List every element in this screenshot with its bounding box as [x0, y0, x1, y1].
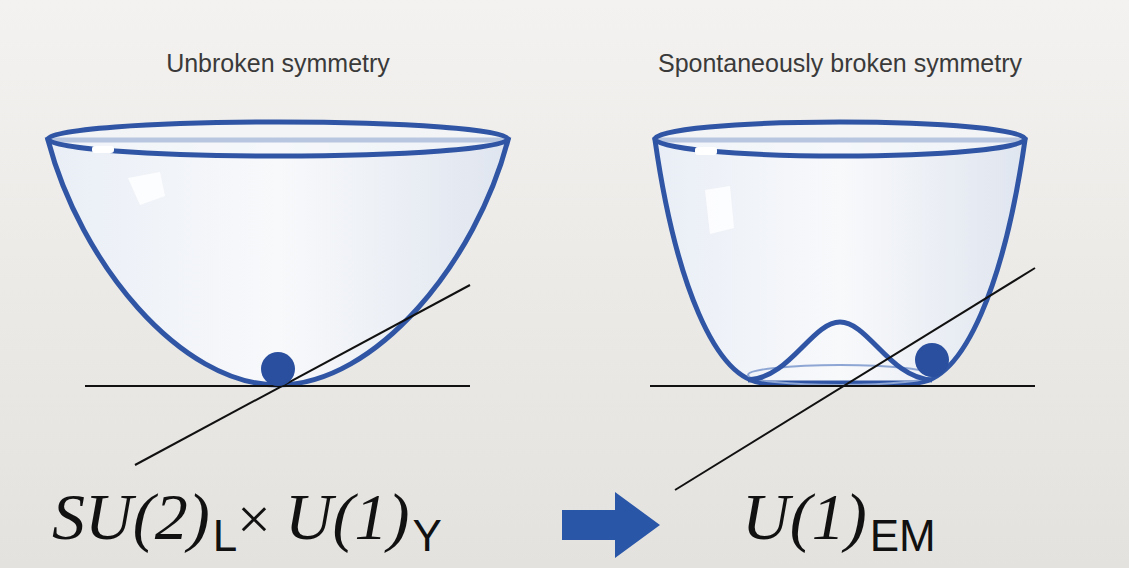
bowl-wall [48, 140, 508, 385]
block-arrow [562, 492, 660, 558]
bowl-rim [48, 122, 508, 156]
bowl-wall [655, 140, 1025, 383]
group-symbol: U(1) [742, 480, 867, 553]
glass-highlight [705, 186, 734, 234]
parabola-bowl [48, 122, 508, 465]
group-symbol: U(1) [285, 480, 410, 553]
title-group: Unbroken symmetry [166, 50, 390, 76]
formula-group: U(1)EM [742, 482, 936, 551]
subscript: Y [413, 511, 442, 560]
hump [748, 322, 932, 380]
glass-highlight [92, 146, 114, 153]
ball [915, 343, 949, 377]
glass-highlight [128, 172, 165, 205]
formula-group: SU(2)L×U(1)Y [52, 482, 442, 551]
group-symbol: SU(2) [52, 480, 210, 553]
subscript: L [213, 511, 237, 560]
bowl-rim [655, 122, 1025, 156]
subscript: EM [870, 511, 936, 560]
mexican-hat-bowl [650, 122, 1035, 490]
title-group: Spontaneously broken symmetry [658, 50, 1022, 76]
glass-highlight [695, 147, 717, 155]
product-symbol: × [237, 486, 271, 552]
tangent-line [675, 268, 1035, 490]
ball [261, 352, 295, 386]
tangent-line [135, 285, 470, 465]
panel-title: Spontaneously broken symmetry [658, 49, 1022, 77]
panel-title: Unbroken symmetry [166, 49, 390, 77]
